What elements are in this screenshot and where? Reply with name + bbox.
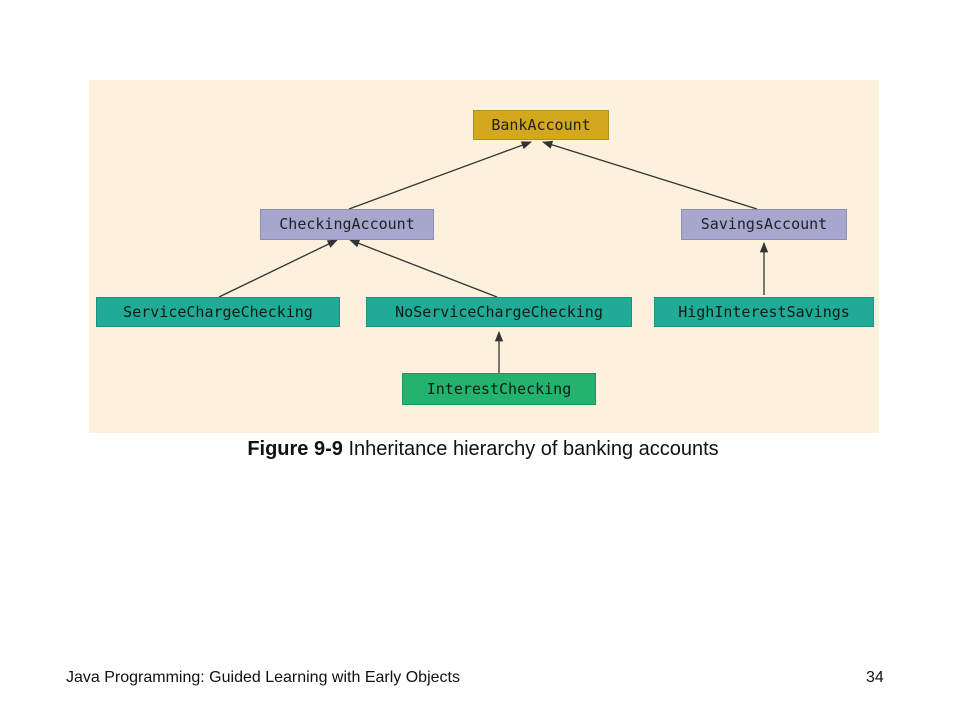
inheritance-arrows xyxy=(218,140,769,373)
node-bankaccount: BankAccount xyxy=(473,110,609,140)
arrow-savingsaccount-to-bankaccount xyxy=(542,140,758,210)
node-savingsaccount: SavingsAccount xyxy=(681,209,847,240)
figure-number: Figure 9-9 xyxy=(247,438,343,460)
node-interestchecking: InterestChecking xyxy=(402,373,596,405)
node-checkingaccount: CheckingAccount xyxy=(260,209,434,240)
arrow-servicechargechecking-to-checkingaccount xyxy=(218,239,338,298)
node-servicechargechecking: ServiceChargeChecking xyxy=(96,297,340,327)
arrow-checkingaccount-to-bankaccount xyxy=(348,141,532,210)
node-noservicechargechecking: NoServiceChargeChecking xyxy=(366,297,632,327)
page-number: 34 xyxy=(866,669,884,686)
arrow-noservicechargechecking-to-checkingaccount xyxy=(349,239,498,298)
figure-caption-text: Inheritance hierarchy of banking account… xyxy=(342,438,719,460)
footer-title: Java Programming: Guided Learning with E… xyxy=(66,669,460,686)
figure-caption: Figure 9-9 Inheritance hierarchy of bank… xyxy=(0,438,960,461)
node-highinterestsavings: HighInterestSavings xyxy=(654,297,874,327)
diagram-panel: BankAccount CheckingAccount SavingsAccou… xyxy=(89,80,879,433)
